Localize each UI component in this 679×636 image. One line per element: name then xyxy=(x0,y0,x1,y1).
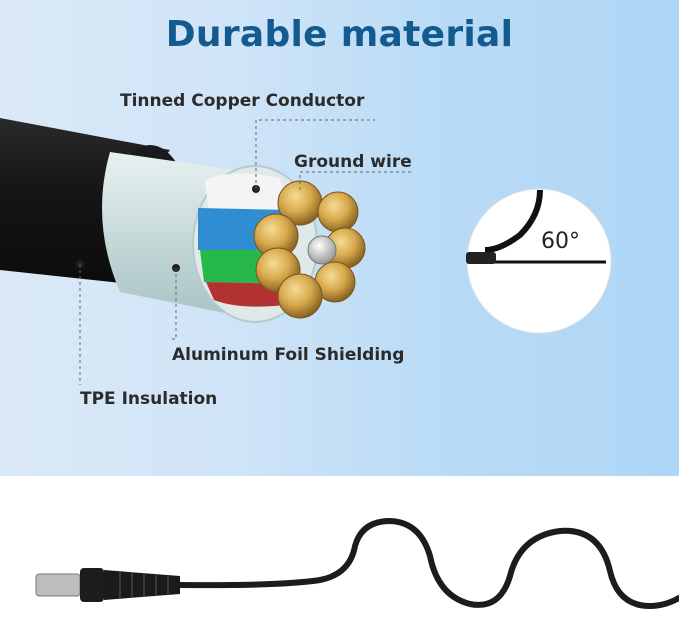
ground-wire-strand xyxy=(307,235,337,265)
copper-conductors xyxy=(253,180,366,319)
coiled-cable-illustration xyxy=(35,517,679,610)
barrel-plug-tip xyxy=(35,573,81,597)
page-title: Durable material xyxy=(165,14,514,55)
label-ground-wire: Ground wire xyxy=(294,152,412,172)
cable-cross-section-illustration xyxy=(0,118,612,385)
cable-wire xyxy=(177,517,679,610)
white-wire xyxy=(205,173,290,210)
label-tpe-insulation: TPE Insulation xyxy=(80,389,218,409)
label-aluminum-foil: Aluminum Foil Shielding xyxy=(172,345,405,365)
strain-relief xyxy=(104,570,180,600)
label-tinned-copper: Tinned Copper Conductor xyxy=(120,91,365,111)
product-hero: Durable material Tinned Copper Conductor… xyxy=(0,0,679,476)
bend-angle-label: 60° xyxy=(541,229,580,254)
coiled-cable-panel xyxy=(0,476,679,636)
